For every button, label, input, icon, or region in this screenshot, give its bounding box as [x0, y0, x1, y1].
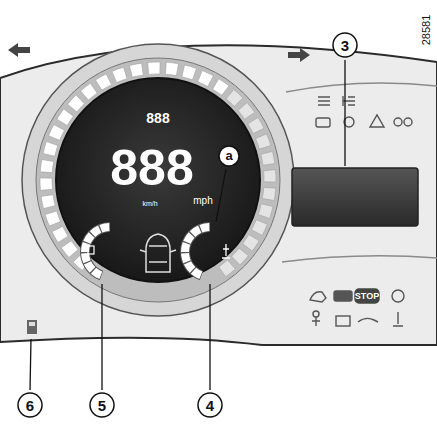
temperature-symbol — [222, 244, 230, 258]
trip-digits: 888 — [146, 111, 169, 125]
dial-outer-ring — [22, 44, 294, 316]
dial-face — [56, 78, 260, 282]
dial-bezel — [36, 58, 280, 302]
callout-number: 3 — [341, 38, 349, 53]
gauges — [80, 222, 210, 280]
car-symbol — [140, 234, 176, 272]
callout-circles — [18, 33, 357, 417]
warning-lights — [310, 289, 404, 326]
callout-number: 5 — [98, 398, 106, 413]
speed-unit: km/h — [142, 200, 157, 207]
display-screen — [292, 168, 418, 226]
callout-letter: a — [225, 149, 232, 162]
fuel-symbol — [88, 246, 94, 254]
turn-left-arrow — [8, 43, 30, 57]
warning-text: STOP — [355, 292, 379, 301]
callout-number: 4 — [206, 398, 214, 413]
fuel-warning-light — [27, 320, 37, 334]
indicator-lights — [316, 96, 412, 127]
panel-trim — [282, 256, 437, 262]
panel-trim — [286, 83, 437, 92]
callout-number: 6 — [26, 398, 34, 413]
speed-unit: mph — [193, 196, 212, 206]
leader-lines — [30, 60, 345, 390]
turn-right-arrow — [288, 48, 310, 62]
speed-digits: 888 — [110, 143, 193, 193]
source-id: 28581 — [421, 15, 432, 46]
